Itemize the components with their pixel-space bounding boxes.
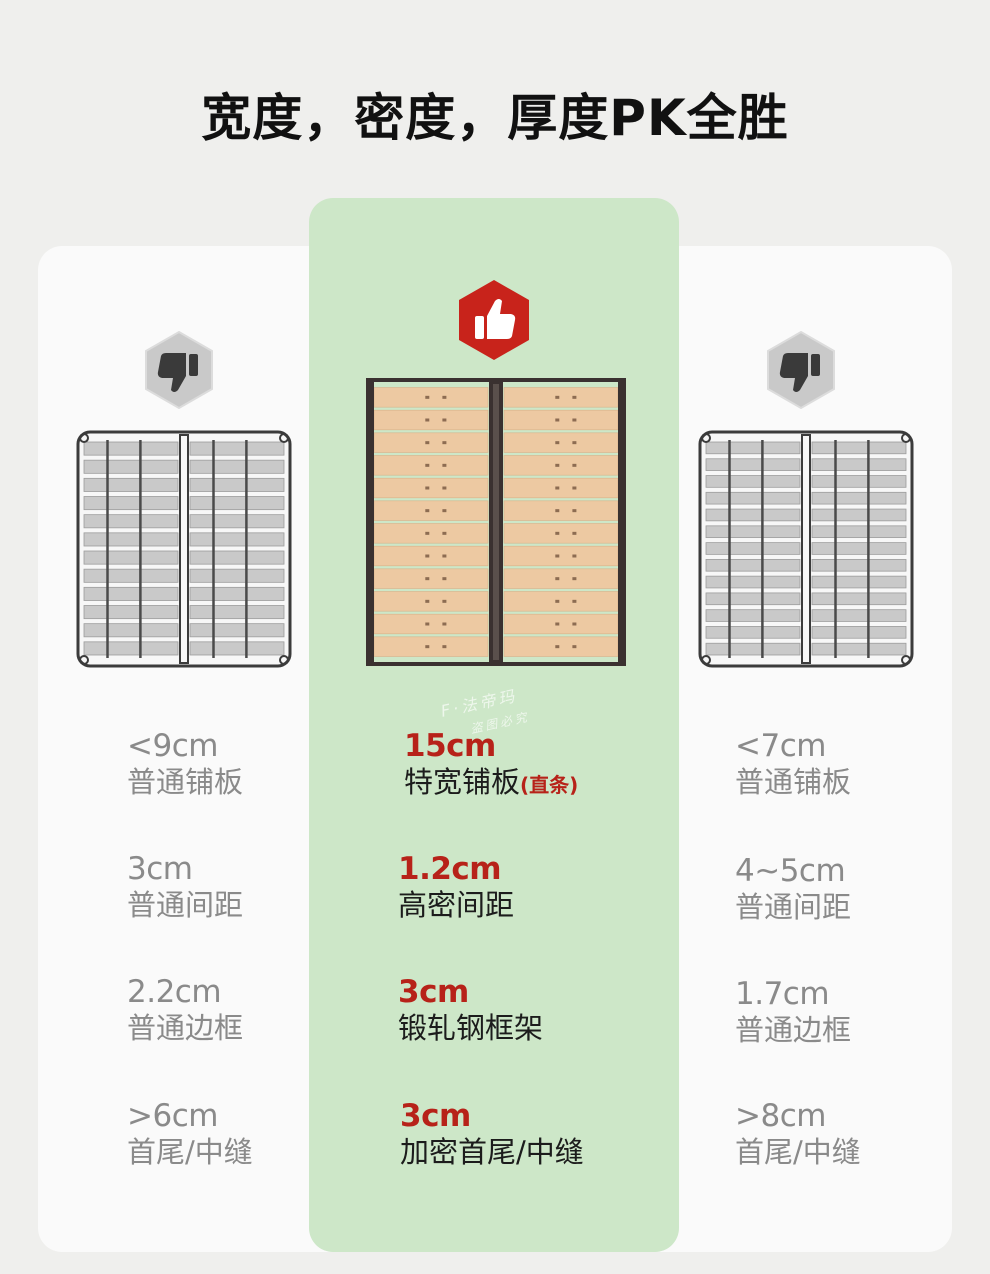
standard-bed-frame-left <box>76 430 292 668</box>
right-spec-plank-width: <7cm 普通铺板 <box>735 728 851 800</box>
center-spec-spacing: 1.2cm 高密间距 <box>398 851 514 923</box>
spec-label: 高密间距 <box>398 888 515 922</box>
spec-value: 15cm <box>404 728 496 764</box>
standard-bed-frame-right <box>698 430 914 668</box>
spec-label-text: 特宽铺板 <box>404 765 521 799</box>
spec-label: 普通铺板 <box>127 765 244 799</box>
spec-label: 普通边框 <box>735 1013 852 1047</box>
thumbs-down-badge-right <box>762 330 840 410</box>
slat-bed-frame-image <box>698 430 914 668</box>
right-spec-spacing: 4~5cm 普通间距 <box>735 853 851 925</box>
center-spec-frame: 3cm 锻轧钢框架 <box>398 974 543 1046</box>
spec-label: 普通铺板 <box>735 765 852 799</box>
wide-slat-bed-frame-image <box>366 378 626 666</box>
thumbs-up-icon <box>459 280 529 360</box>
center-spec-plank-width: 15cm 特宽铺板(直条) <box>404 728 578 803</box>
thumbs-down-icon <box>767 330 835 410</box>
spec-value: <7cm <box>735 728 826 764</box>
spec-value: 1.7cm <box>735 976 830 1012</box>
page-title: 宽度，密度，厚度PK全胜 <box>201 89 789 147</box>
right-spec-frame: 1.7cm 普通边框 <box>735 976 851 1048</box>
spec-label: 锻轧钢框架 <box>398 1011 544 1045</box>
spec-value: 3cm <box>398 974 469 1010</box>
left-spec-frame: 2.2cm 普通边框 <box>127 974 243 1046</box>
spec-label: 加密首尾/中缝 <box>400 1135 584 1169</box>
spec-value: 1.2cm <box>398 851 502 887</box>
spec-value: >8cm <box>735 1098 826 1134</box>
thumbs-down-badge-left <box>140 330 218 410</box>
spec-label: 普通间距 <box>735 890 852 924</box>
spec-value: 4~5cm <box>735 853 846 889</box>
spec-label: 首尾/中缝 <box>127 1135 253 1169</box>
spec-note: (直条) <box>520 773 579 797</box>
slat-bed-frame-image <box>76 430 292 668</box>
spec-label: 普通边框 <box>127 1011 244 1045</box>
premium-bed-frame-center <box>366 378 626 666</box>
left-spec-plank-width: <9cm 普通铺板 <box>127 728 243 800</box>
spec-value: 2.2cm <box>127 974 222 1010</box>
right-spec-seam: >8cm 首尾/中缝 <box>735 1098 861 1170</box>
featured-panel <box>309 198 679 1252</box>
spec-value: 3cm <box>127 851 193 887</box>
thumbs-down-icon <box>145 330 213 410</box>
left-spec-spacing: 3cm 普通间距 <box>127 851 243 923</box>
left-spec-seam: >6cm 首尾/中缝 <box>127 1098 253 1170</box>
center-spec-seam: 3cm 加密首尾/中缝 <box>400 1098 584 1170</box>
spec-value: <9cm <box>127 728 218 764</box>
spec-value: >6cm <box>127 1098 218 1134</box>
spec-value: 3cm <box>400 1098 471 1134</box>
spec-label: 普通间距 <box>127 888 244 922</box>
thumbs-up-badge-center <box>453 278 535 362</box>
spec-label: 特宽铺板(直条) <box>404 764 578 803</box>
spec-label: 首尾/中缝 <box>735 1135 861 1169</box>
